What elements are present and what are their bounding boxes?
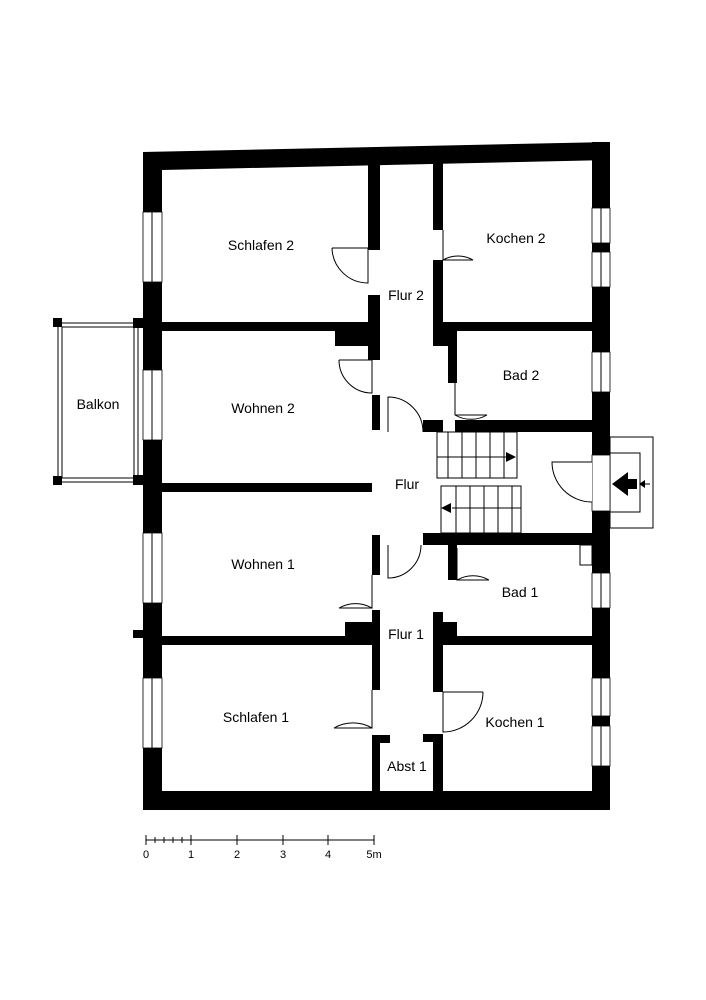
entrance-arrow-icon xyxy=(612,472,650,496)
door xyxy=(551,461,593,503)
door xyxy=(454,383,488,420)
scale-bar: 0 1 2 3 4 5m xyxy=(143,835,382,861)
scale-label: 5m xyxy=(366,849,381,861)
door xyxy=(442,691,484,733)
door xyxy=(456,548,490,581)
room-labels: Schlafen 2 Kochen 2 Flur 2 Balkon Wohnen… xyxy=(77,230,546,774)
room-label-bad1: Bad 1 xyxy=(502,584,539,600)
room-label-schlafen2: Schlafen 2 xyxy=(228,237,294,253)
room-label-kochen1: Kochen 1 xyxy=(485,714,544,730)
door xyxy=(338,359,373,394)
stairs-upper xyxy=(436,431,518,479)
room-label-wohnen1: Wohnen 1 xyxy=(231,556,295,572)
room-label-schlafen1: Schlafen 1 xyxy=(223,709,289,725)
stairs-arrow-icon xyxy=(441,503,451,513)
scale-label: 1 xyxy=(188,849,194,861)
room-label-wohnen2: Wohnen 2 xyxy=(231,400,295,416)
door xyxy=(333,690,373,729)
room-label-kochen2: Kochen 2 xyxy=(486,230,545,246)
stairs-lower xyxy=(440,485,522,534)
windows xyxy=(142,207,611,767)
scale-label: 0 xyxy=(143,849,149,861)
room-label-balkon: Balkon xyxy=(77,396,120,412)
room-label-bad2: Bad 2 xyxy=(503,367,540,383)
door xyxy=(338,575,373,609)
bottom-wall xyxy=(143,791,610,810)
room-label-abst1: Abst 1 xyxy=(387,758,427,774)
stairs xyxy=(436,431,522,534)
scale-label: 3 xyxy=(280,849,286,861)
stairs-arrow-icon xyxy=(506,452,516,462)
balcony-railing xyxy=(57,322,139,483)
room-label-flur: Flur xyxy=(395,476,419,492)
room-label-flur1: Flur 1 xyxy=(388,626,424,642)
door xyxy=(387,544,422,579)
top-wall xyxy=(143,142,610,170)
room-label-flur2: Flur 2 xyxy=(388,287,424,303)
scale-label: 4 xyxy=(325,849,331,861)
left-wall xyxy=(143,152,162,810)
entrance xyxy=(591,436,654,529)
outer-walls xyxy=(143,142,610,810)
interior-walls xyxy=(133,160,592,791)
doors xyxy=(331,230,593,733)
balcony xyxy=(53,318,139,485)
door xyxy=(331,247,369,284)
door xyxy=(387,396,424,433)
door xyxy=(442,230,474,261)
scale-label: 2 xyxy=(234,849,240,861)
